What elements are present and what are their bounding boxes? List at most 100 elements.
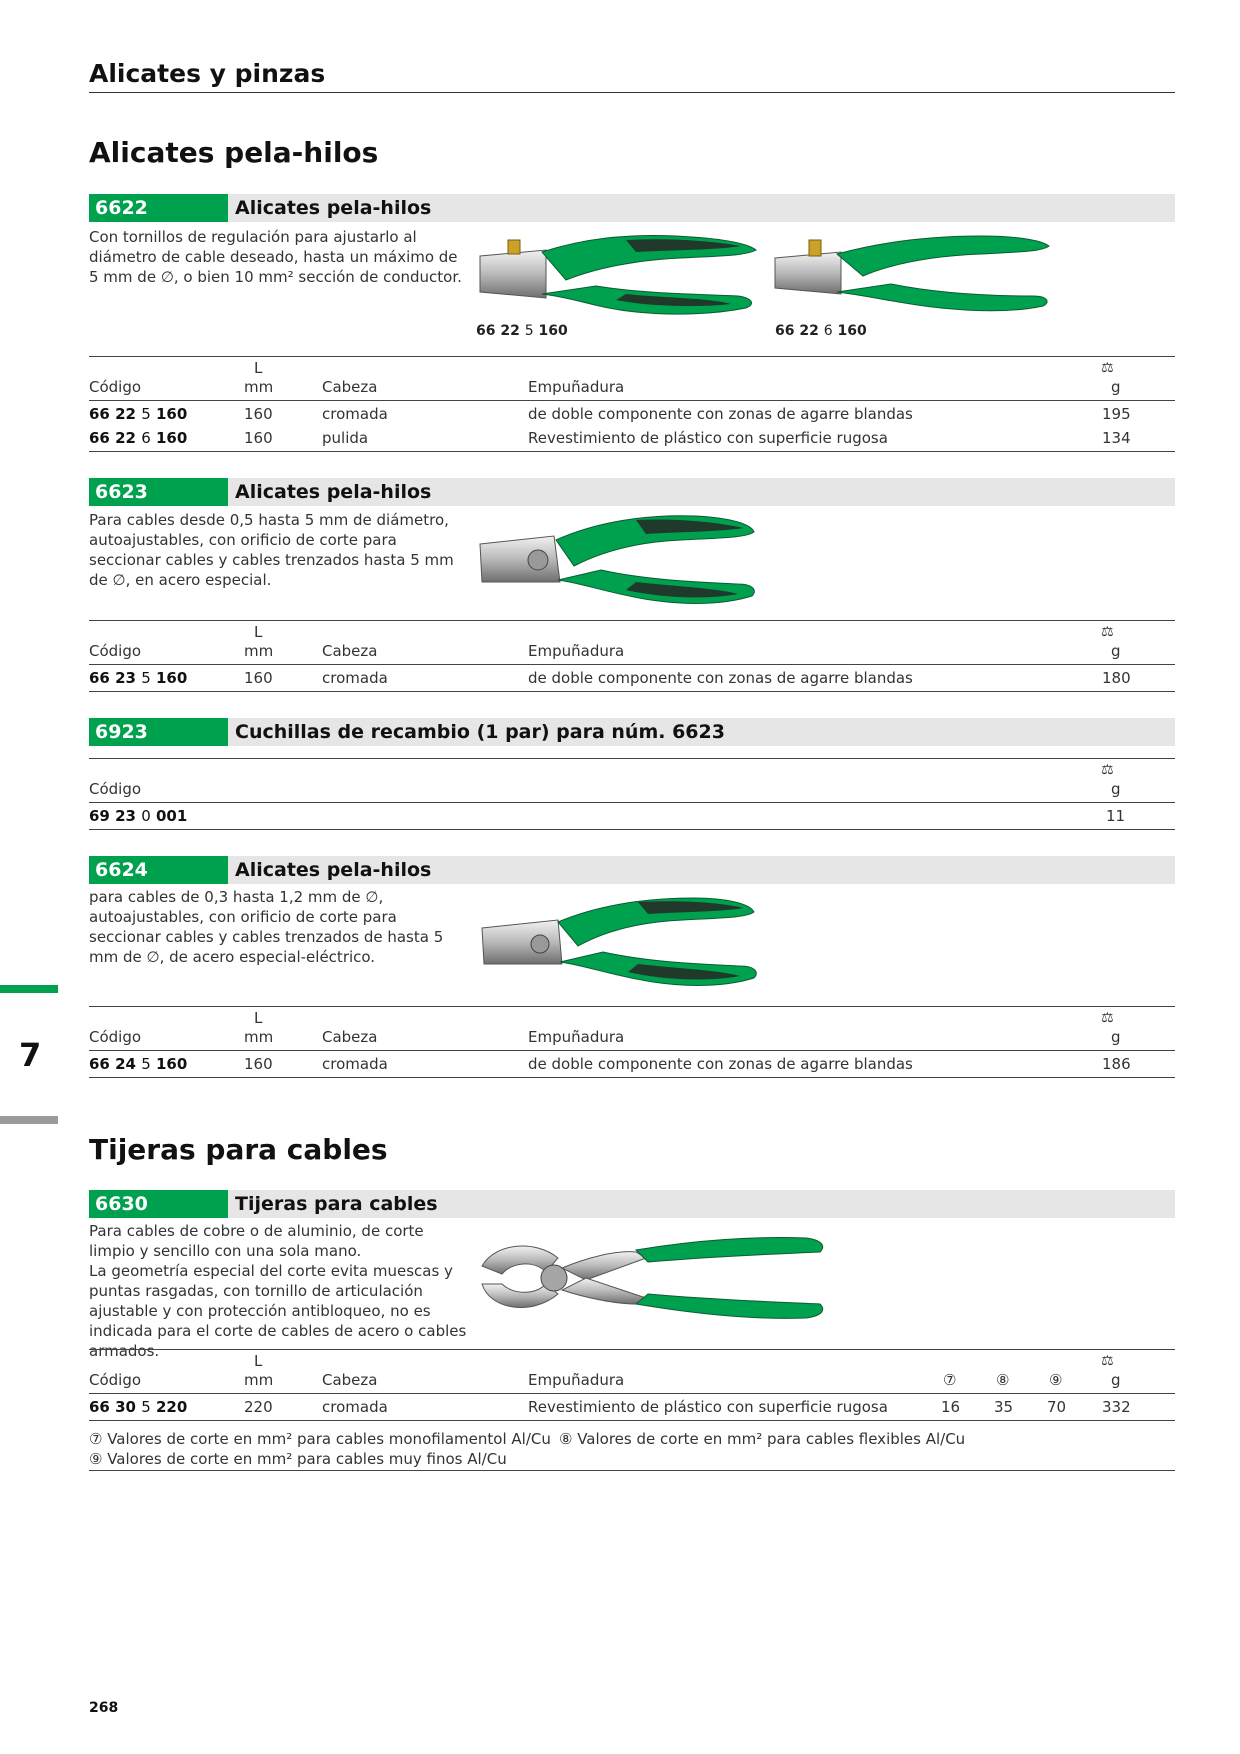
header-code: Código — [89, 378, 142, 396]
table-row: 66 30 5 220 220 cromada Revestimiento de… — [89, 1396, 1175, 1421]
row-code: 66 30 5 220 — [89, 1398, 188, 1416]
product-description-6630: Para cables de cobre o de aluminio, de c… — [89, 1221, 469, 1361]
row-weight: 195 — [1102, 405, 1131, 423]
table-header: L ⚖ Código mm Cabeza Empuñadura g — [89, 356, 1175, 401]
header-weight-unit: g — [1111, 1371, 1121, 1389]
spec-table-6622: L ⚖ Código mm Cabeza Empuñadura g 66 22 … — [89, 356, 1175, 452]
product-number: 6624 — [89, 856, 228, 884]
header-code: Código — [89, 780, 142, 798]
row-length: 160 — [244, 1055, 273, 1073]
wire-stripper-image-6624 — [481, 897, 757, 986]
header-weight-unit: g — [1111, 378, 1121, 396]
header-length-label: L — [254, 623, 263, 641]
page-number: 268 — [89, 1700, 119, 1716]
table-row: 66 23 5 160 160 cromada de doble compone… — [89, 667, 1175, 692]
chapter-number: 7 — [19, 1036, 42, 1074]
table-header: L ⚖ Código mm Cabeza Empuñadura g — [89, 620, 1175, 665]
row-weight: 11 — [1106, 807, 1126, 825]
table-header: L ⚖ Código mm Cabeza Empuñadura ⑦ ⑧ ⑨ g — [89, 1349, 1175, 1394]
product-bar-6630: 6630 Tijeras para cables — [89, 1190, 1175, 1218]
header-col9: ⑨ — [1049, 1371, 1063, 1389]
product-number: 6622 — [89, 194, 228, 222]
table-row: 66 22 6 160 160 pulida Revestimiento de … — [89, 427, 1175, 452]
row-weight: 186 — [1102, 1055, 1131, 1073]
header-length-label: L — [254, 1009, 263, 1027]
header-head: Cabeza — [322, 1371, 378, 1389]
row-weight: 180 — [1102, 669, 1131, 687]
row-handle: de doble componente con zonas de agarre … — [528, 405, 913, 423]
row-head: cromada — [322, 405, 388, 423]
row-code: 66 22 5 160 — [89, 405, 188, 423]
header-code: Código — [89, 642, 142, 660]
wire-stripper-image-6622-5 — [479, 235, 757, 315]
row-head: pulida — [322, 429, 369, 447]
row-weight: 332 — [1102, 1398, 1131, 1416]
spec-table-6630: L ⚖ Código mm Cabeza Empuñadura ⑦ ⑧ ⑨ g … — [89, 1349, 1175, 1421]
page-header: Alicates y pinzas — [89, 56, 1175, 93]
row-length: 160 — [244, 669, 273, 687]
product-description-6623: Para cables desde 0,5 hasta 5 mm de diám… — [89, 511, 454, 589]
description-paragraph: La geometría especial del corte evita mu… — [89, 1262, 467, 1360]
header-length-unit: mm — [244, 378, 274, 396]
row-handle: de doble componente con zonas de agarre … — [528, 669, 913, 687]
header-length-unit: mm — [244, 642, 274, 660]
image-caption-6622-6: 66 22 6 160 — [775, 323, 867, 339]
weight-icon: ⚖ — [1101, 360, 1114, 376]
row-code: 69 23 0 001 — [89, 807, 188, 825]
row-value-9: 70 — [1047, 1398, 1067, 1416]
footnote-8: ⑧ Valores de corte en mm² para cables fl… — [559, 1430, 966, 1448]
product-number: 6923 — [89, 718, 228, 746]
row-length: 160 — [244, 429, 273, 447]
row-length: 160 — [244, 405, 273, 423]
wire-stripper-image-6623 — [479, 515, 755, 604]
weight-icon: ⚖ — [1101, 762, 1114, 778]
product-title: Alicates pela-hilos — [235, 197, 432, 219]
row-head: cromada — [322, 1398, 388, 1416]
header-col7: ⑦ — [943, 1371, 957, 1389]
row-value-8: 35 — [994, 1398, 1014, 1416]
product-title: Tijeras para cables — [235, 1193, 438, 1215]
chapter-tab-divider — [0, 1116, 58, 1124]
row-length: 220 — [244, 1398, 273, 1416]
header-code: Código — [89, 1371, 142, 1389]
header-col8: ⑧ — [996, 1371, 1010, 1389]
header-handle: Empuñadura — [528, 1371, 625, 1389]
weight-icon: ⚖ — [1101, 624, 1114, 640]
product-title: Cuchillas de recambio (1 par) para núm. … — [235, 721, 725, 743]
row-code: 66 23 5 160 — [89, 669, 188, 687]
row-head: cromada — [322, 1055, 388, 1073]
product-number: 6623 — [89, 478, 228, 506]
header-weight-unit: g — [1111, 780, 1121, 798]
description-paragraph: Para cables de cobre o de aluminio, de c… — [89, 1222, 424, 1260]
spec-table-6923: ⚖ Código g 69 23 0 001 11 — [89, 758, 1175, 830]
row-weight: 134 — [1102, 429, 1131, 447]
spec-table-6624: L ⚖ Código mm Cabeza Empuñadura g 66 24 … — [89, 1006, 1175, 1078]
table-header: ⚖ Código g — [89, 758, 1175, 803]
table-row: 66 24 5 160 160 cromada de doble compone… — [89, 1053, 1175, 1078]
row-handle: Revestimiento de plástico con superficie… — [528, 1398, 888, 1416]
product-description-6624: para cables de 0,3 hasta 1,2 mm de ∅, au… — [89, 888, 444, 966]
spec-table-6623: L ⚖ Código mm Cabeza Empuñadura g 66 23 … — [89, 620, 1175, 692]
header-handle: Empuñadura — [528, 642, 625, 660]
table-row: 66 22 5 160 160 cromada de doble compone… — [89, 403, 1175, 427]
footnote-7: ⑦ Valores de corte en mm² para cables mo… — [89, 1430, 551, 1448]
header-code: Código — [89, 1028, 142, 1046]
header-weight-unit: g — [1111, 1028, 1121, 1046]
chapter-tab-marker — [0, 985, 58, 993]
row-code: 66 24 5 160 — [89, 1055, 188, 1073]
weight-icon: ⚖ — [1101, 1353, 1114, 1369]
header-length-label: L — [254, 1352, 263, 1370]
section-title-cutters: Tijeras para cables — [89, 1133, 388, 1166]
product-number: 6630 — [89, 1190, 228, 1218]
header-length-label: L — [254, 359, 263, 377]
product-title: Alicates pela-hilos — [235, 481, 432, 503]
product-bar-6624: 6624 Alicates pela-hilos — [89, 856, 1175, 884]
table-row: 69 23 0 001 11 — [89, 805, 1175, 830]
footnotes-6630: ⑦ Valores de corte en mm² para cables mo… — [89, 1428, 1175, 1471]
weight-icon: ⚖ — [1101, 1010, 1114, 1026]
header-handle: Empuñadura — [528, 1028, 625, 1046]
row-head: cromada — [322, 669, 388, 687]
product-bar-6623: 6623 Alicates pela-hilos — [89, 478, 1175, 506]
header-head: Cabeza — [322, 378, 378, 396]
product-title: Alicates pela-hilos — [235, 859, 432, 881]
